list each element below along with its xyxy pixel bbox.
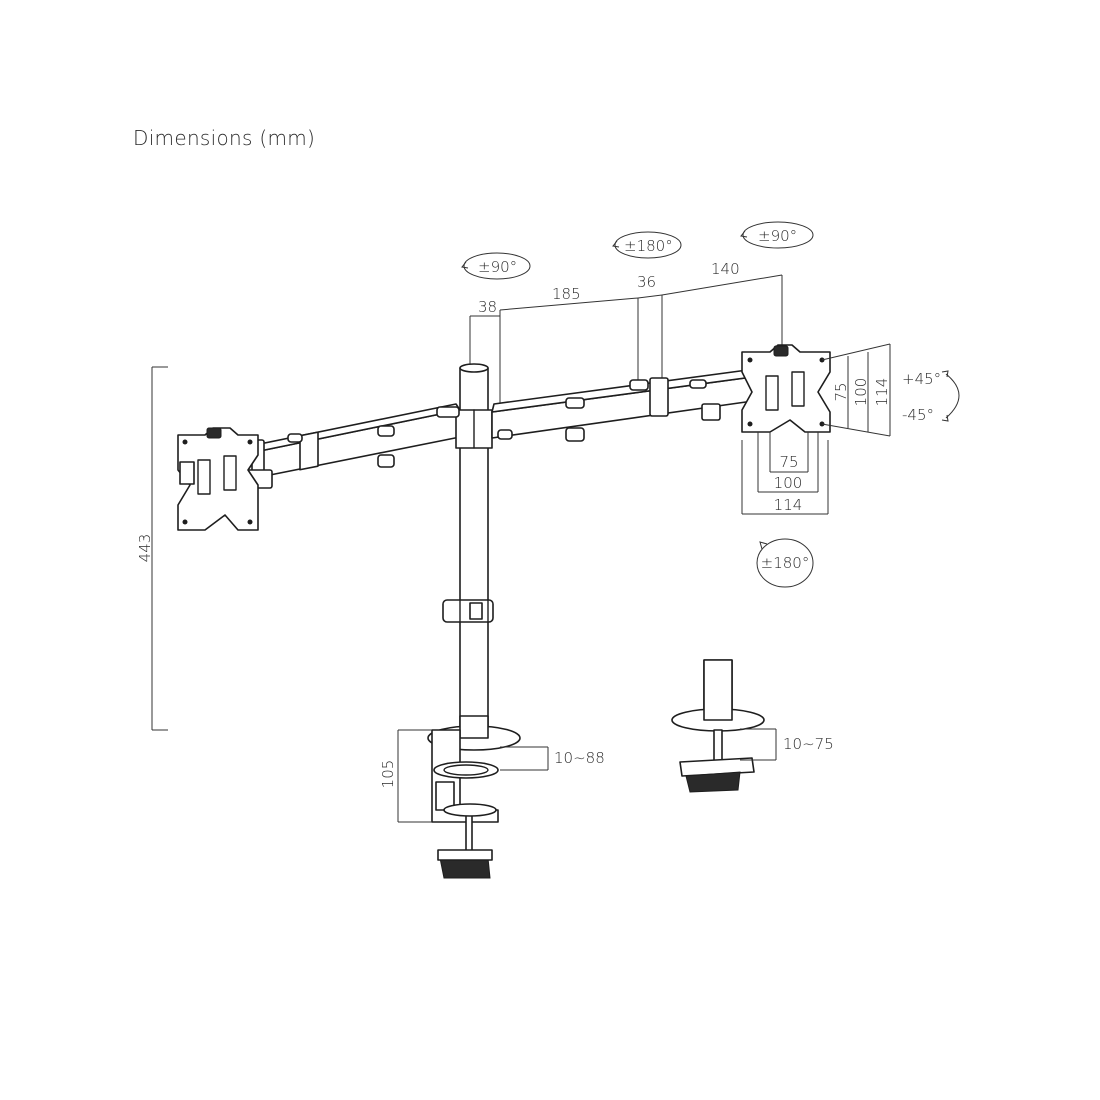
rotation-pole: ±90° [461, 252, 531, 280]
clamp-range-label: 10~88 [554, 749, 605, 767]
grommet-range-label: 10~75 [783, 735, 834, 753]
clamp-dimensions: 105 10~88 [379, 729, 605, 823]
left-vesa-plate [177, 427, 259, 531]
right-vesa-plate [741, 344, 831, 433]
vesa-h-100: 100 [774, 474, 803, 492]
vesa-v-100: 100 [852, 378, 870, 407]
grommet-dimensions: 10~75 [740, 728, 834, 761]
vesa-v-114: 114 [873, 378, 891, 407]
rotation-arm-label: ±180° [624, 237, 673, 255]
dim-36: 36 [637, 273, 656, 291]
rotation-pole-label: ±90° [478, 258, 517, 276]
tilt-up-label: +45° [902, 370, 941, 388]
height-label: 443 [136, 534, 154, 563]
arm-dimension-chain: 38 185 36 140 [469, 260, 783, 405]
dim-38: 38 [478, 298, 497, 316]
vesa-v-75: 75 [832, 382, 850, 401]
plate-rotation-label: ±180° [761, 554, 810, 572]
rotation-head-label: ±90° [758, 227, 797, 245]
vesa-h-75: 75 [779, 453, 798, 471]
tilt-indicator: +45° -45° [902, 370, 960, 424]
clamp-height-label: 105 [379, 760, 397, 789]
center-hub [436, 406, 493, 449]
vesa-h-114: 114 [774, 496, 803, 514]
right-arm [491, 368, 761, 442]
dim-185: 185 [552, 285, 581, 303]
grommet-mount [671, 659, 765, 793]
height-dimension: 443 [136, 366, 168, 731]
plate-rotation-indicator: ±180° [756, 538, 814, 588]
desk-clamp [427, 715, 521, 879]
left-arm [245, 403, 461, 489]
vesa-horizontal-dims: 75 100 114 [741, 432, 829, 515]
rotation-arm: ±180° [612, 231, 682, 259]
page-title: Dimensions (mm) [133, 126, 316, 150]
tilt-down-label: -45° [902, 406, 934, 424]
rotation-head: ±90° [740, 221, 814, 249]
vesa-vertical-dims: 75 100 114 [821, 343, 891, 437]
dim-140: 140 [711, 260, 740, 278]
